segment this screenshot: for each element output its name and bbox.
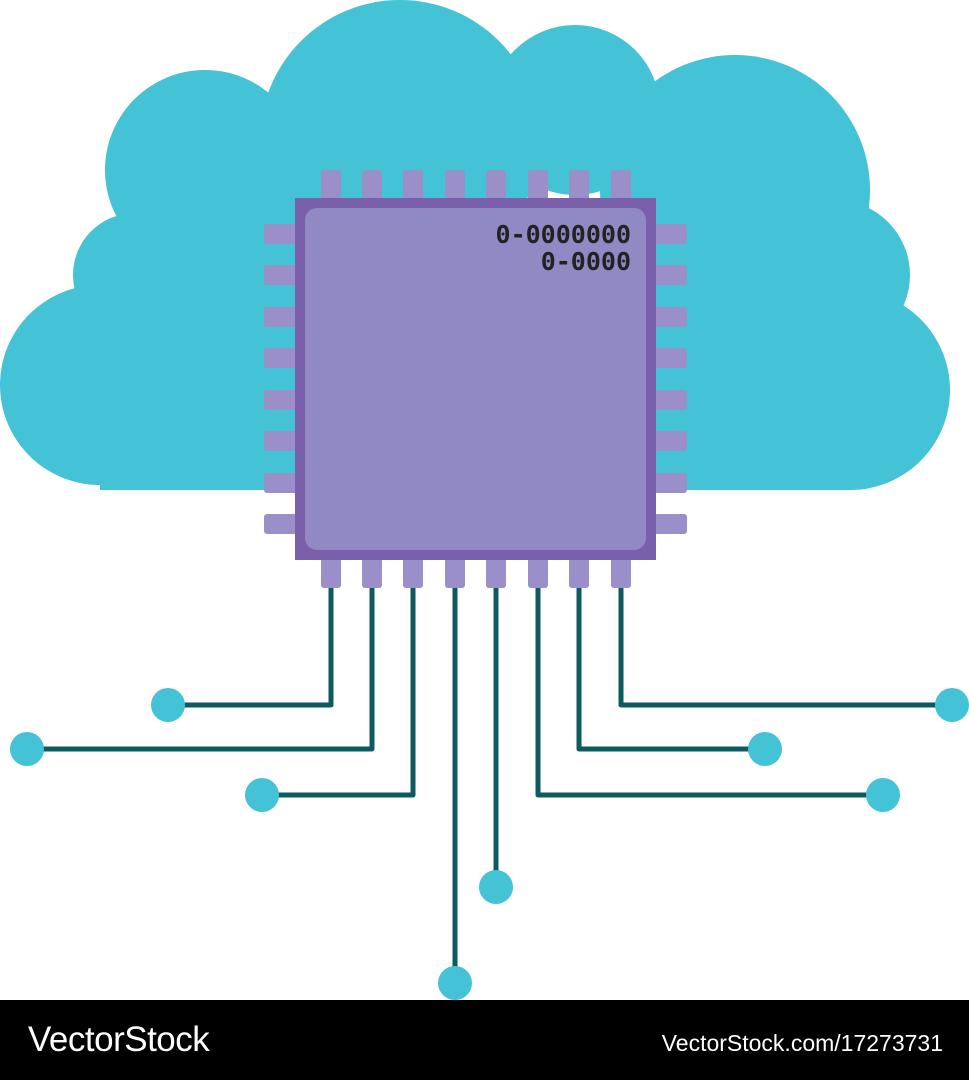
chip-pin-left: [264, 265, 299, 285]
chip-pin-right: [652, 514, 687, 534]
chip-pin-left: [264, 348, 299, 368]
chip-pin-left: [264, 473, 299, 493]
chip-pin-right: [652, 473, 687, 493]
chip-pin-bottom: [611, 556, 631, 588]
chip-pin-top: [321, 170, 341, 202]
chip-pin-right: [652, 390, 687, 410]
cloud-chip-illustration: 0-0000000 0-0000: [0, 0, 969, 1000]
chip-pin-left: [264, 307, 299, 327]
microchip: 0-0000000 0-0000: [295, 198, 656, 560]
chip-pin-top: [445, 170, 465, 202]
chip-pin-top: [611, 170, 631, 202]
chip-pin-right: [652, 431, 687, 451]
chip-pin-right: [652, 224, 687, 244]
circuit-traces: [27, 588, 952, 983]
chip-pins: [264, 170, 687, 588]
chip-pin-top: [403, 170, 423, 202]
chip-pin-bottom: [569, 556, 589, 588]
chip-code-line-2: 0-0000: [541, 247, 631, 276]
chip-pin-right: [652, 265, 687, 285]
chip-pin-left: [264, 390, 299, 410]
chip-pin-bottom: [486, 556, 506, 588]
chip-pin-bottom: [321, 556, 341, 588]
chip-pin-top: [362, 170, 382, 202]
brand-logo-text: VectorStock: [28, 1020, 210, 1059]
chip-pin-top: [569, 170, 589, 202]
chip-pin-bottom: [362, 556, 382, 588]
image-id-text: VectorStock.com/17273731: [661, 1030, 943, 1056]
watermark-footer: VectorStock VectorStock.com/17273731: [0, 1000, 969, 1080]
chip-pin-top: [486, 170, 506, 202]
chip-pin-bottom: [445, 556, 465, 588]
chip-pin-left: [264, 514, 299, 534]
chip-pin-bottom: [528, 556, 548, 588]
chip-code-line-1: 0-0000000: [496, 220, 631, 249]
chip-pin-bottom: [403, 556, 423, 588]
chip-pin-right: [652, 348, 687, 368]
chip-pin-left: [264, 224, 299, 244]
trace-nodes: [10, 688, 969, 1000]
chip-pin-left: [264, 431, 299, 451]
chip-pin-right: [652, 307, 687, 327]
chip-pin-top: [528, 170, 548, 202]
